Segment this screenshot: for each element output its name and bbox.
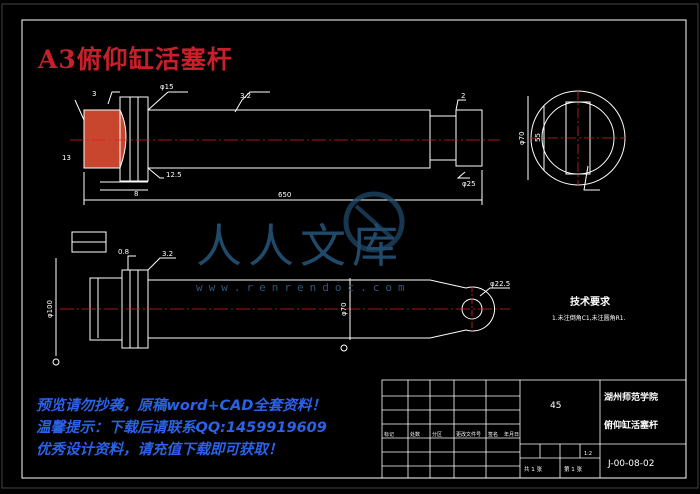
rod-section-view: [527, 90, 626, 191]
sheets-total: 共 1 张: [524, 465, 542, 473]
tech-note: 1.未注倒角C1,未注圆角R1.: [552, 314, 626, 322]
scale-value: 1:2: [584, 451, 592, 457]
title-block-header: 标记 处数 分区 更改文件号 签名 年月日: [384, 431, 519, 438]
roughness-12-5: 12.5: [166, 171, 182, 179]
rod-top-view: [70, 91, 500, 205]
tech-heading: 技术要求: [570, 295, 611, 308]
dim-2: 2: [461, 92, 465, 100]
dim-650: 650: [278, 191, 291, 199]
roughness-0-8: 0.8: [118, 248, 129, 256]
header-cell: 年月日: [504, 431, 519, 438]
roughness-3-2b: 3.2: [162, 250, 173, 258]
dim-8: 8: [134, 190, 138, 198]
header-cell: 更改文件号: [456, 431, 481, 438]
dim-13: 13: [62, 154, 71, 162]
rod-bottom-view: [52, 231, 510, 366]
promo-line-2: 温馨提示：下载后请联系QQ:1459919609: [36, 420, 327, 436]
dim-phi70b: φ70: [340, 302, 348, 316]
promo-line-1: 预览请勿抄袭，原稿word+CAD全套资料！: [36, 398, 326, 414]
dim-phi25: φ25: [462, 180, 476, 188]
header-cell: 标记: [384, 431, 394, 438]
dim-55: 55: [534, 133, 542, 142]
school-name: 湖州师范学院: [604, 391, 658, 403]
dim-phi70: φ70: [518, 131, 526, 145]
watermark-text: 人人文库: [196, 219, 404, 273]
dim-3: 3: [92, 90, 96, 98]
outer-frame: [1, 3, 699, 489]
material-value: 45: [550, 401, 561, 411]
sheet-number: 第 1 张: [564, 465, 582, 473]
drawing-frame: [21, 19, 687, 479]
drawing-number: J-00-08-02: [607, 459, 654, 469]
part-name: 俯仰缸活塞杆: [604, 419, 658, 431]
header-cell: 处数: [410, 431, 420, 438]
dim-phi15: φ15: [160, 83, 174, 91]
header-cell: 分区: [432, 431, 442, 438]
watermark-logo: [343, 191, 405, 253]
watermark-url: www.renrendoc.com: [196, 281, 411, 294]
title-block: [381, 379, 687, 479]
header-cell: 签名: [488, 431, 498, 438]
dim-phi100: φ100: [46, 300, 54, 318]
roughness-3-2: 3.2: [240, 92, 251, 100]
promo-line-3: 优秀设计资料，请充值下载即可获取！: [36, 442, 283, 458]
drawing-title: A3俯仰缸活塞杆: [38, 45, 233, 74]
dim-phi22-5: φ22.5: [490, 280, 510, 288]
